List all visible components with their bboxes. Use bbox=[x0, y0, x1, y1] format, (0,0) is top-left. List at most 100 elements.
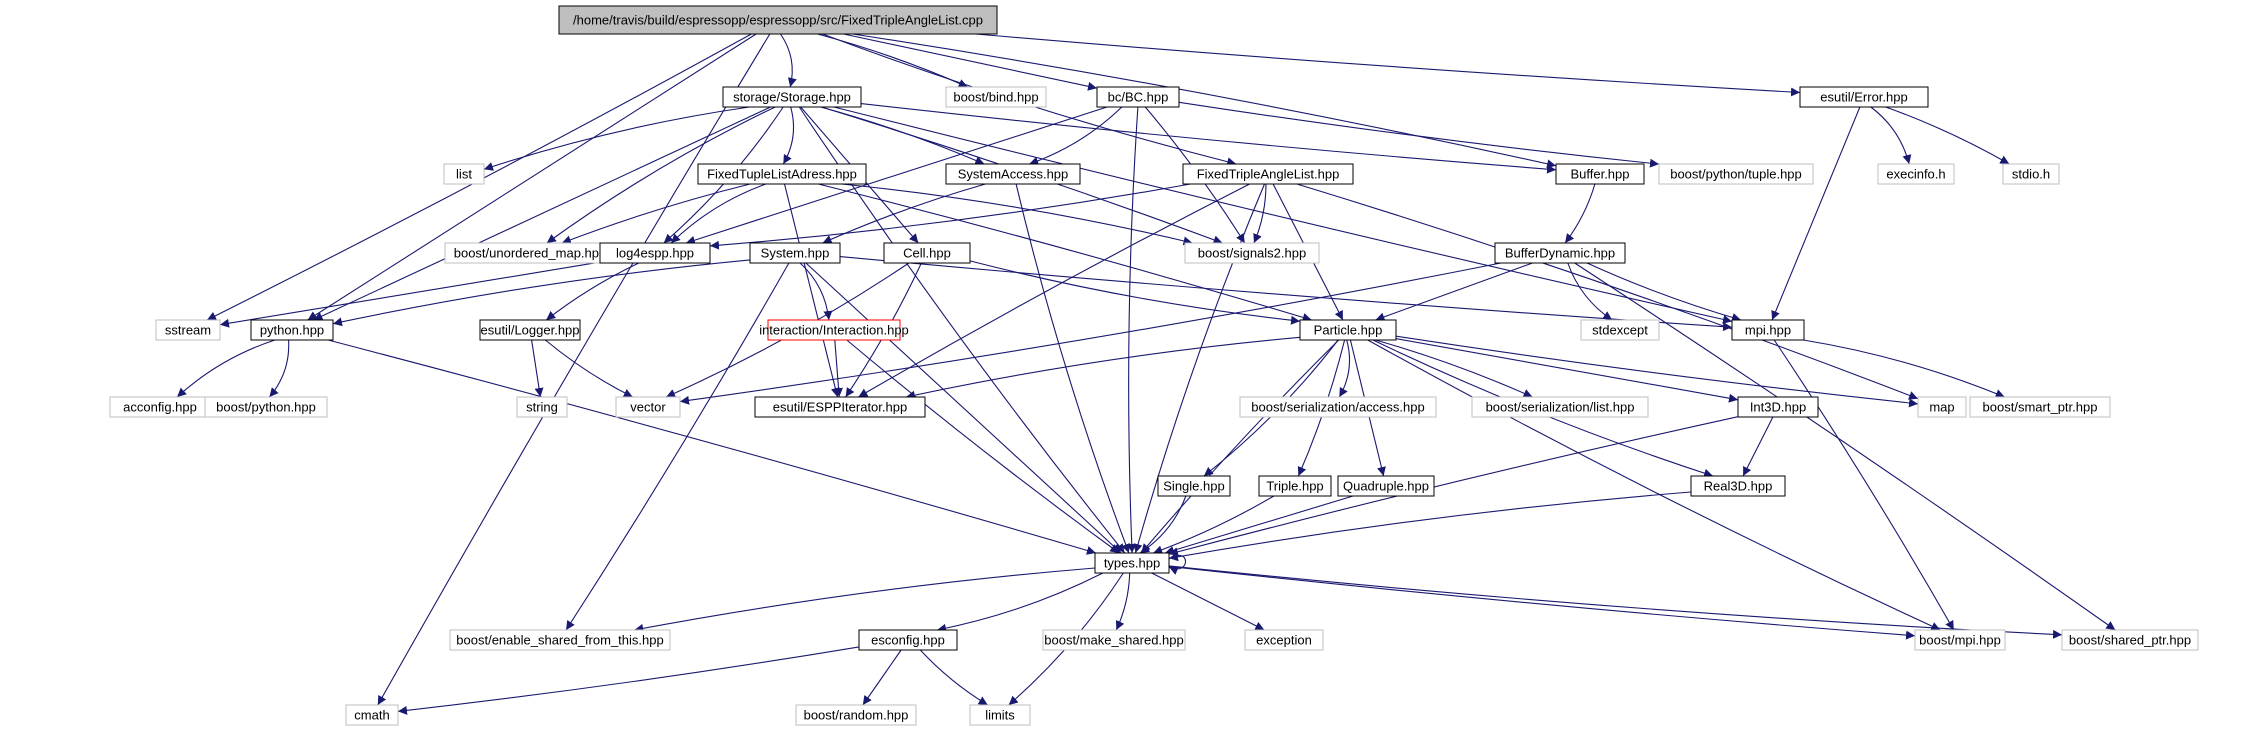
node-box-stdexcept bbox=[1580, 319, 1660, 341]
node-sysacc[interactable]: SystemAccess.hpp bbox=[945, 163, 1081, 185]
edge-types-to-sharedptr bbox=[1168, 565, 2063, 639]
node-esfromthis: boost/enable_shared_from_this.hpp bbox=[449, 629, 671, 651]
node-label-real3d: Real3D.hpp bbox=[1704, 479, 1773, 494]
node-root[interactable]: /home/travis/build/espressopp/espressopp… bbox=[558, 5, 998, 35]
edge-esconfig-to-limits bbox=[919, 649, 988, 706]
node-label-buffer: Buffer.hpp bbox=[1570, 167, 1629, 182]
node-label-cell: Cell.hpp bbox=[903, 246, 951, 261]
node-particle[interactable]: Particle.hpp bbox=[1299, 319, 1397, 341]
node-bc[interactable]: bc/BC.hpp bbox=[1096, 86, 1180, 108]
node-map: map bbox=[1917, 396, 1967, 418]
node-label-signals2: boost/signals2.hpp bbox=[1198, 246, 1306, 261]
node-real3d[interactable]: Real3D.hpp bbox=[1690, 475, 1786, 497]
node-bufdyn[interactable]: BufferDynamic.hpp bbox=[1494, 242, 1626, 264]
edge-particle-to-map bbox=[1395, 335, 1919, 408]
edge-particle-to-types bbox=[1140, 339, 1340, 554]
node-types[interactable]: types.hpp bbox=[1094, 552, 1170, 574]
node-box-buffer bbox=[1555, 163, 1645, 185]
node-quadruple[interactable]: Quadruple.hpp bbox=[1337, 475, 1435, 497]
edge-cell-to-particle bbox=[969, 260, 1301, 325]
node-label-system: System.hpp bbox=[761, 246, 830, 261]
node-buffer[interactable]: Buffer.hpp bbox=[1555, 163, 1645, 185]
node-box-bufdyn bbox=[1494, 242, 1626, 264]
node-storage[interactable]: storage/Storage.hpp bbox=[722, 86, 862, 108]
edge-bufdyn-to-mpi bbox=[1586, 262, 1742, 322]
edge-real3d-to-types bbox=[1168, 491, 1692, 562]
node-logger[interactable]: esutil/Logger.hpp bbox=[479, 319, 581, 341]
node-ftla[interactable]: FixedTupleListAdress.hpp bbox=[697, 163, 867, 185]
node-ftal[interactable]: FixedTripleAngleList.hpp bbox=[1182, 163, 1354, 185]
node-box-random bbox=[795, 704, 917, 726]
node-box-sstream bbox=[155, 319, 221, 341]
edge-quadruple-to-types bbox=[1164, 495, 1354, 555]
node-box-sharedptr bbox=[2061, 629, 2199, 651]
node-box-access bbox=[1239, 396, 1437, 418]
node-triple[interactable]: Triple.hpp bbox=[1258, 475, 1332, 497]
node-box-bpython bbox=[204, 396, 328, 418]
edge-ftla-to-espp bbox=[783, 183, 840, 398]
edge-storage-to-unordered bbox=[546, 106, 776, 244]
node-label-types: types.hpp bbox=[1104, 556, 1160, 571]
node-label-stdexcept: stdexcept bbox=[1592, 323, 1648, 338]
node-access: boost/serialization/access.hpp bbox=[1239, 396, 1437, 418]
node-box-exception bbox=[1244, 629, 1324, 651]
node-label-bind: boost/bind.hpp bbox=[953, 90, 1038, 105]
edge-bc-to-log4espp bbox=[685, 106, 1108, 245]
node-label-limits: limits bbox=[985, 708, 1015, 723]
node-mpi[interactable]: mpi.hpp bbox=[1731, 319, 1805, 341]
node-box-system bbox=[749, 242, 841, 264]
node-box-limits bbox=[969, 704, 1031, 726]
node-box-execinfo bbox=[1877, 163, 1955, 185]
node-error[interactable]: esutil/Error.hpp bbox=[1799, 86, 1929, 108]
node-esconfig[interactable]: esconfig.hpp bbox=[858, 629, 958, 651]
node-label-logger: esutil/Logger.hpp bbox=[480, 323, 579, 338]
edge-storage-to-sysacc bbox=[820, 106, 985, 165]
node-espp[interactable]: esutil/ESPPIterator.hpp bbox=[754, 396, 926, 418]
node-smartptr: boost/smart_ptr.hpp bbox=[1969, 396, 2111, 418]
node-label-unordered: boost/unordered_map.hpp bbox=[454, 246, 607, 261]
edge-types-to-exception bbox=[1151, 572, 1265, 631]
edge-particle-to-int3d bbox=[1395, 338, 1739, 403]
node-label-particle: Particle.hpp bbox=[1314, 323, 1383, 338]
edge-storage-to-buffer bbox=[860, 103, 1557, 174]
node-int3d[interactable]: Int3D.hpp bbox=[1737, 396, 1819, 418]
edge-bufdyn-to-particle bbox=[1375, 262, 1533, 322]
node-interaction[interactable]: interaction/Interaction.hpp bbox=[759, 319, 909, 341]
node-stdio: stdio.h bbox=[2002, 163, 2060, 185]
node-label-exception: exception bbox=[1256, 633, 1312, 648]
edge-particle-to-espp bbox=[905, 336, 1301, 400]
node-log4espp[interactable]: log4espp.hpp bbox=[599, 242, 711, 264]
node-box-map bbox=[1917, 396, 1967, 418]
edge-types-to-esfromthis bbox=[634, 567, 1096, 633]
edge-storage-to-ftla bbox=[782, 106, 795, 165]
edge-storage-to-list bbox=[483, 106, 750, 171]
edge-ftal-to-espp bbox=[858, 183, 1250, 398]
node-limits: limits bbox=[969, 704, 1031, 726]
edge-types-to-esconfig bbox=[936, 572, 1104, 633]
node-list: list bbox=[443, 163, 485, 185]
node-label-string: string bbox=[526, 400, 558, 415]
node-random: boost/random.hpp bbox=[795, 704, 917, 726]
edge-python-to-types bbox=[327, 339, 1097, 555]
node-system[interactable]: System.hpp bbox=[749, 242, 841, 264]
edge-mpi-to-smartptr bbox=[1803, 339, 2005, 398]
edge-ftal-to-types bbox=[1133, 183, 1266, 554]
node-label-esfromthis: boost/enable_shared_from_this.hpp bbox=[456, 633, 663, 648]
edge-types-to-bmpi bbox=[1168, 565, 1916, 640]
node-label-bufdyn: BufferDynamic.hpp bbox=[1505, 246, 1615, 261]
node-python[interactable]: python.hpp bbox=[250, 319, 334, 341]
node-label-sharedptr: boost/shared_ptr.hpp bbox=[2069, 633, 2191, 648]
edge-root-to-bc bbox=[843, 33, 1098, 91]
edge-bc-to-tuple bbox=[1178, 101, 1660, 168]
node-slist: boost/serialization/list.hpp bbox=[1471, 396, 1649, 418]
node-label-error: esutil/Error.hpp bbox=[1820, 90, 1907, 105]
node-unordered: boost/unordered_map.hpp bbox=[444, 242, 616, 264]
node-bpython: boost/python.hpp bbox=[204, 396, 328, 418]
edge-error-to-mpi bbox=[1771, 106, 1861, 321]
node-single[interactable]: Single.hpp bbox=[1157, 475, 1231, 497]
edge-particle-to-slist bbox=[1375, 339, 1533, 398]
node-label-acconfig: acconfig.hpp bbox=[123, 400, 197, 415]
node-cmath: cmath bbox=[345, 704, 399, 726]
edge-ftla-to-unordered bbox=[561, 183, 751, 244]
node-cell[interactable]: Cell.hpp bbox=[883, 242, 971, 264]
